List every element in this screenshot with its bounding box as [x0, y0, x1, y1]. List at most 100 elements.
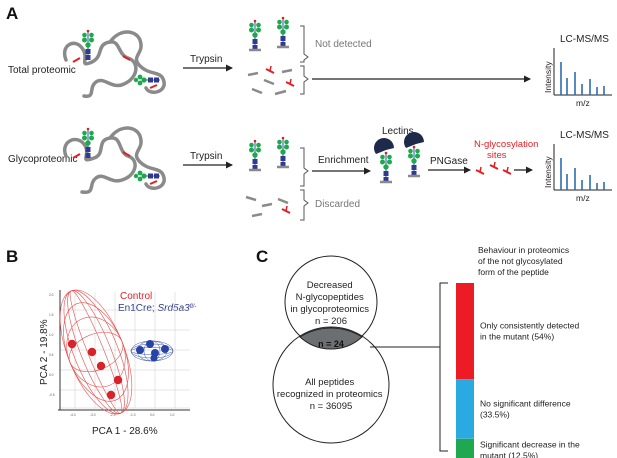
total-peptides	[247, 16, 295, 96]
legend-mutant-gene: Srd5a3	[157, 303, 190, 314]
lcms-label-1: LC-MS/MS	[560, 34, 609, 45]
mutant-point	[161, 345, 169, 353]
lectin-complex: Lectins	[373, 126, 424, 184]
total-protein-illustration	[62, 29, 166, 98]
mz-label-2: m/z	[576, 193, 590, 203]
control-point	[106, 390, 116, 400]
svg-text:-1.0: -1.0	[130, 413, 136, 417]
nglyco-label-line1: N-glycosylation	[474, 139, 538, 150]
venn-top-text: Decreased N-glycopeptides in glycoproteo…	[290, 280, 371, 327]
mutant-point	[146, 340, 154, 348]
trypsin-label-2: Trypsin	[190, 151, 222, 162]
stacked-bar	[456, 283, 474, 458]
pngase-label: PNGase	[430, 156, 468, 167]
panel-c-letter: C	[256, 247, 268, 266]
mz-label-1: m/z	[576, 98, 590, 108]
pca-x-axis-label: PCA 1 - 28.6%	[92, 426, 158, 437]
svg-text:1.5: 1.5	[49, 313, 54, 317]
segment-label-line: (33.5%)	[480, 409, 510, 419]
svg-text:1.0: 1.0	[49, 333, 54, 337]
control-point	[113, 375, 123, 385]
segment-label-line: in the mutant (54%)	[480, 332, 554, 342]
segment-label-line: No significant difference	[480, 398, 571, 408]
venn-bottom-line-2: recognized in proteomics	[277, 389, 383, 400]
pca-y-ticks: 2.0 1.5 1.0 0.5 0.0 -0.5	[49, 293, 55, 397]
panel-c: C Decreased N-glycopeptides in glycoprot…	[256, 245, 580, 458]
nglyco-label-line2: sites	[487, 150, 507, 161]
svg-text:2.0: 2.0	[49, 293, 54, 297]
svg-text:1.0: 1.0	[170, 413, 175, 417]
lectins-label: Lectins	[382, 126, 414, 137]
legend-mutant: En1Cre; Srd5a3fl/-	[118, 303, 196, 314]
lcms-label-2: LC-MS/MS	[560, 130, 609, 141]
svg-text:-4.0: -4.0	[70, 413, 76, 417]
glycoproteomic-label: Glycoproteomic	[8, 154, 77, 165]
bar-title: Behaviour in proteomics of the not glyco…	[478, 245, 572, 277]
bar-bracket	[439, 282, 448, 452]
venn-bottom-line-3: n = 36095	[310, 401, 353, 412]
pca-x-ticks: -4.0 -3.0 -2.0 -1.0 0.0 1.0	[70, 413, 175, 417]
control-point	[67, 339, 77, 349]
venn-top-line-4: n = 206	[315, 316, 347, 327]
total-bracket	[300, 65, 309, 95]
panel-b-letter: B	[6, 247, 18, 266]
enrichment-bracket	[300, 147, 309, 187]
control-points	[67, 339, 123, 400]
control-point	[87, 347, 97, 357]
venn-top-line-1: Decreased	[307, 280, 353, 291]
svg-text:-3.0: -3.0	[90, 413, 96, 417]
intensity-label-2: Intensity	[543, 156, 553, 188]
svg-text:0.5: 0.5	[49, 353, 54, 357]
svg-text:0.0: 0.0	[49, 373, 54, 377]
discarded-bracket	[300, 189, 309, 221]
spectrum-2: LC-MS/MS Intensity m/z	[543, 130, 612, 203]
total-proteomic-label: Total proteomic	[8, 65, 76, 76]
not-detected-label: Not detected	[315, 39, 372, 50]
venn-top-line-2: N-glycopeptides	[296, 292, 364, 303]
deglycosylated-peptides	[475, 161, 512, 175]
segment-label-line: mutant (12.5%)	[480, 450, 538, 458]
glycan-icon	[133, 73, 161, 87]
trypsin-label-1: Trypsin	[190, 54, 222, 65]
pca-plot: 2.0 1.5 1.0 0.5 0.0 -0.5 -4.0 -3.0 -2.0 …	[49, 289, 190, 417]
intensity-label-1: Intensity	[543, 61, 553, 93]
bar-title-line-1: Behaviour in proteomics	[478, 245, 569, 255]
legend-mutant-prefix: En1Cre;	[118, 303, 157, 314]
bar-title-line-2: of the not glycosylated	[478, 256, 563, 266]
segment-label-line: Only consistently detected	[480, 321, 579, 331]
glyco-peptides	[245, 136, 291, 218]
panel-a-letter: A	[6, 4, 18, 23]
control-point	[96, 361, 106, 371]
mutant-point	[136, 346, 144, 354]
bar-title-line-3: form of the peptide	[478, 267, 549, 277]
venn-overlap-label: n = 24	[318, 339, 344, 349]
mutant-points	[136, 340, 169, 362]
segment-label: No significant difference(33.5%)	[480, 398, 571, 419]
not-detected-bracket	[300, 25, 309, 63]
venn-top-line-3: in glycoproteomics	[290, 304, 369, 315]
mutant-point	[150, 354, 158, 362]
control-ellipsoid	[59, 289, 133, 415]
segment-label-line: Significant decrease in the	[480, 439, 580, 449]
legend-control: Control	[120, 291, 152, 302]
bar-segment	[456, 379, 474, 439]
enrichment-label: Enrichment	[318, 155, 369, 166]
panel-a: A Total proteomic Trypsin	[6, 4, 612, 221]
lectin-icon	[404, 131, 424, 148]
svg-text:-0.5: -0.5	[49, 393, 55, 397]
venn-circle-bottom	[272, 326, 390, 444]
venn-bottom-text: All peptides recognized in proteomics n …	[277, 377, 385, 412]
venn-bottom-line-1: All peptides	[305, 377, 354, 388]
discarded-label: Discarded	[315, 199, 360, 210]
glyco-protein-illustration	[62, 126, 166, 194]
bar-segment	[456, 283, 474, 380]
venn-overlap	[299, 327, 363, 350]
panel-b: B Control En1Cre; Srd5a3fl/-	[6, 247, 196, 437]
svg-text:-2.0: -2.0	[110, 413, 116, 417]
spectrum-1: LC-MS/MS Intensity m/z	[543, 34, 612, 108]
svg-text:0.0: 0.0	[150, 413, 155, 417]
